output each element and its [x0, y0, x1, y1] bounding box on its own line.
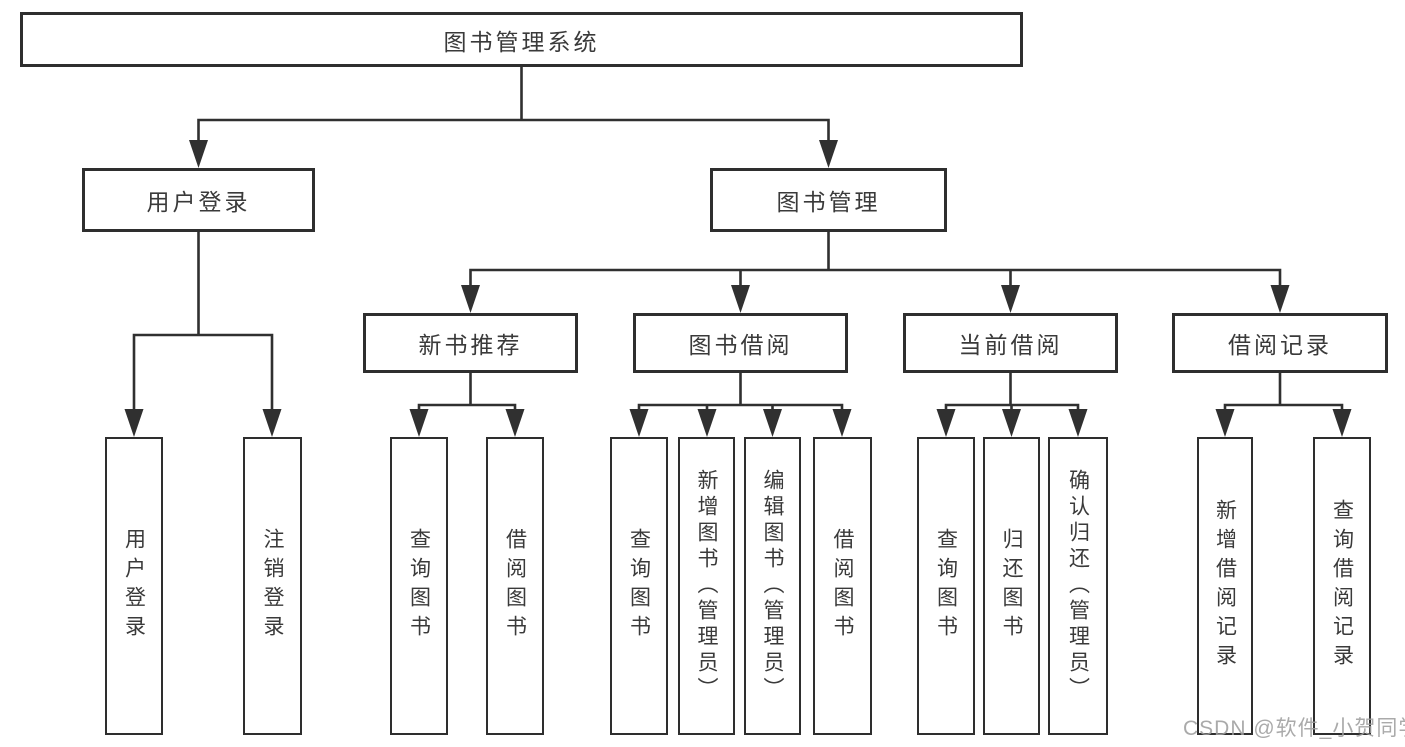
arrowhead	[819, 140, 838, 168]
arrowhead	[124, 409, 144, 437]
connector-user-login-children	[124, 230, 282, 437]
node-book-borrowing: 图书借阅	[633, 313, 848, 373]
arrowhead	[1332, 409, 1352, 437]
node-library-management-system: 图书管理系统	[20, 12, 1023, 67]
arrowhead	[832, 409, 852, 437]
arrowhead	[409, 409, 429, 437]
arrowhead	[1068, 409, 1088, 437]
leaf-user-login: 用户登录	[105, 437, 163, 735]
connector-book-mgmt-sections	[461, 230, 1290, 313]
leaf-query-books-recommend: 查询图书	[390, 437, 448, 735]
arrowhead	[1270, 285, 1290, 313]
leaf-add-borrow-record: 新增借阅记录	[1197, 437, 1253, 735]
leaf-add-book-admin: 新增图书（管理员）	[678, 437, 735, 735]
leaf-logout: 注销登录	[243, 437, 302, 735]
arrowhead	[629, 409, 649, 437]
arrowhead	[697, 409, 717, 437]
connector-new-book-children	[409, 371, 525, 437]
leaf-edit-book-admin: 编辑图书（管理员）	[744, 437, 801, 735]
connector-root-to-level2	[189, 65, 838, 168]
watermark: CSDN @软件_小贺同学	[1183, 717, 1405, 740]
leaf-query-borrow-record: 查询借阅记录	[1313, 437, 1371, 735]
node-current-borrowing: 当前借阅	[903, 313, 1118, 373]
arrowhead	[1001, 285, 1020, 313]
arrowhead	[189, 140, 208, 168]
arrowhead	[461, 285, 480, 313]
arrowhead	[731, 285, 750, 313]
node-borrowing-records: 借阅记录	[1172, 313, 1388, 373]
node-new-book-recommendation: 新书推荐	[363, 313, 578, 373]
arrowhead	[1002, 409, 1021, 437]
leaf-query-books-borrowing: 查询图书	[610, 437, 668, 735]
arrowhead	[262, 409, 282, 437]
arrowhead	[505, 409, 525, 437]
leaf-confirm-return-admin: 确认归还（管理员）	[1048, 437, 1108, 735]
leaf-borrow-books-recommend: 借阅图书	[486, 437, 544, 735]
connector-current-borrow-children	[936, 371, 1088, 437]
arrowhead	[936, 409, 956, 437]
leaf-return-books: 归还图书	[983, 437, 1040, 735]
leaf-query-books-current: 查询图书	[917, 437, 975, 735]
node-user-login: 用户登录	[82, 168, 315, 232]
connector-records-children	[1215, 371, 1352, 437]
leaf-borrow-books-borrowing: 借阅图书	[813, 437, 872, 735]
arrowhead	[763, 409, 782, 437]
arrowhead	[1215, 409, 1235, 437]
connector-borrowing-children	[629, 371, 852, 437]
node-book-management: 图书管理	[710, 168, 947, 232]
